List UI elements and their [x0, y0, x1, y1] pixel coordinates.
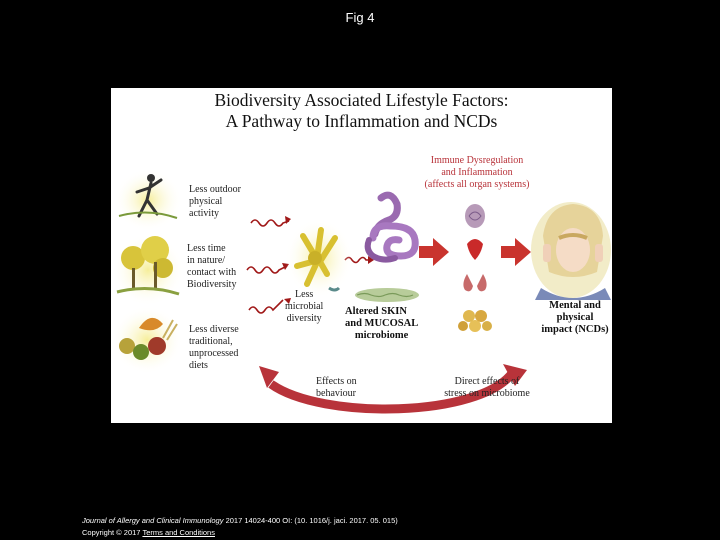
stressed-child-icon — [531, 202, 611, 300]
citation-text: 2017 14024-400 OI: (10. 1016/j. jaci. 20… — [225, 516, 398, 525]
stress-microbiome-label: Direct effects of stress on microbiome — [444, 376, 530, 399]
red-arrow-2 — [501, 238, 531, 266]
factor-label-activity: Less outdoor physical activity — [189, 184, 241, 219]
squiggle-arrow-3 — [248, 299, 284, 314]
squiggle-arrow-2 — [246, 265, 288, 274]
slide-title: Fig 4 — [345, 10, 375, 25]
nature-trees-icon — [112, 234, 184, 306]
figure-panel: Biodiversity Associated Lifestyle Factor… — [111, 88, 612, 423]
figure-artwork — [111, 169, 611, 414]
feedback-arrow-icon — [259, 364, 527, 414]
behaviour-label: Effects on behaviour — [316, 376, 357, 399]
impact-ncds-label: Mental and physical impact (NCDs) — [541, 300, 609, 335]
altered-microbiome-label: Altered SKIN and MUCOSAL microbiome — [345, 306, 419, 341]
squiggle-arrow-1 — [250, 219, 290, 227]
figure-heading: Biodiversity Associated Lifestyle Factor… — [111, 90, 612, 132]
skin-icon — [355, 288, 419, 302]
red-arrows — [419, 238, 531, 266]
outdoor-activity-icon — [114, 169, 182, 231]
footer-copyright: Copyright © 2017 Terms and Conditions — [82, 528, 215, 537]
microbes-icon — [285, 218, 353, 298]
copyright-text: Copyright © 2017 — [82, 528, 141, 537]
figure-heading-line1: Biodiversity Associated Lifestyle Factor… — [214, 90, 509, 110]
squiggle-arrows — [246, 216, 374, 314]
red-arrow-1 — [419, 238, 449, 266]
figure-heading-line2: A Pathway to Inflammation and NCDs — [225, 111, 498, 131]
gut-icon — [364, 191, 419, 263]
microbial-diversity-label: Less microbial diversity — [285, 289, 324, 324]
organs-icon — [458, 204, 492, 332]
terms-link[interactable]: Terms and Conditions — [142, 528, 215, 537]
immune-dysregulation-label: Immune Dysregulation and Inflammation (a… — [424, 155, 530, 190]
diet-food-icon — [111, 306, 183, 374]
footer-citation: Journal of Allergy and Clinical Immunolo… — [82, 516, 398, 525]
factor-label-nature: Less time in nature/ contact with Biodiv… — [187, 243, 237, 290]
journal-name: Journal of Allergy and Clinical Immunolo… — [82, 516, 224, 525]
factor-label-diet: Less diverse traditional, unprocessed di… — [189, 324, 239, 371]
